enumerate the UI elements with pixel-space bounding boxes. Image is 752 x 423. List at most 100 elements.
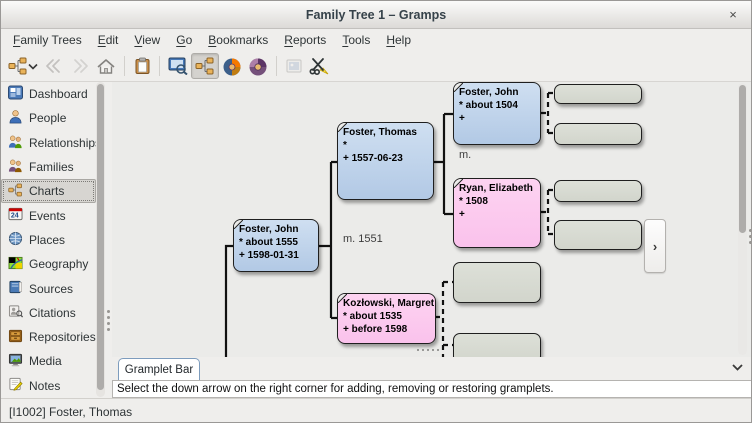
empty-person-box[interactable]: [453, 333, 541, 357]
active-person-status: [I1002] Foster, Thomas: [9, 404, 133, 419]
menu-go[interactable]: Go: [176, 33, 193, 47]
pedigree-dropdown-button[interactable]: [5, 53, 41, 79]
menu-bar: Family Trees Edit View Go Bookmarks Repo…: [1, 29, 751, 51]
clipboard-button[interactable]: [130, 53, 154, 79]
person-box-kozlowski-margret[interactable]: Kozłowski, Margret * about 1535 + before…: [337, 293, 436, 344]
dashboard-icon: [8, 85, 23, 103]
empty-person-box[interactable]: [554, 180, 642, 202]
menu-tools[interactable]: Tools: [342, 33, 371, 47]
toolbar-separator: [276, 56, 277, 76]
sidebar-item-relationships[interactable]: Relationships: [1, 131, 101, 155]
category-sidebar: Dashboard People Relationships Families …: [1, 82, 101, 398]
pedigree-connector-lines: [224, 91, 555, 357]
sidebar-scrollbar[interactable]: [96, 82, 105, 397]
scissors-button[interactable]: [306, 53, 332, 79]
corner-fold: [454, 179, 463, 188]
archive-icon: [8, 329, 23, 346]
corner-fold: [234, 220, 243, 229]
toolbar: [1, 51, 751, 82]
chevron-right-icon: ›: [652, 238, 658, 254]
globe-icon: [8, 231, 23, 249]
calendar-icon: 24: [8, 207, 23, 224]
person-box-foster-thomas[interactable]: Foster, Thomas * + 1557-06-23: [337, 122, 434, 200]
family-icon: [8, 158, 23, 176]
sidebar-item-places[interactable]: Places: [1, 228, 96, 252]
gramplet-bar-tab[interactable]: Gramplet Bar: [118, 358, 200, 380]
canvas-scrollbar-thumb[interactable]: [739, 85, 746, 233]
menu-reports[interactable]: Reports: [284, 33, 327, 47]
media-preview-button[interactable]: [282, 53, 306, 79]
toolbar-separator: [159, 56, 160, 76]
person-box-ryan-elizabeth[interactable]: Ryan, Elizabeth * 1508 +: [453, 178, 541, 248]
pedigree-icon: [8, 57, 28, 75]
citation-icon: [8, 304, 24, 321]
pedigree-view-button[interactable]: [191, 53, 219, 79]
sidebar-item-media[interactable]: Media: [1, 349, 96, 373]
forward-button[interactable]: [67, 53, 93, 79]
gramplet-hint-bar: Select the down arrow on the right corne…: [112, 380, 751, 398]
window-title: Family Tree 1 – Gramps: [305, 7, 447, 22]
sidebar-item-people[interactable]: People: [1, 106, 96, 130]
fanchart-button[interactable]: [219, 53, 245, 79]
expand-right-button[interactable]: ›: [644, 219, 666, 273]
corner-fold: [338, 123, 347, 132]
fanchart-full-icon: [248, 57, 268, 76]
person-box-foster-john-1555[interactable]: Foster, John * about 1555 + 1598-01-31: [233, 219, 319, 272]
note-icon: [8, 377, 23, 394]
two-people-icon: [8, 134, 23, 152]
person-icon: [8, 109, 23, 127]
person-view-button[interactable]: [165, 53, 191, 79]
sidebar-item-citations[interactable]: Citations: [1, 301, 96, 325]
sidebar-item-families[interactable]: Families: [1, 155, 96, 179]
menu-family-trees[interactable]: Family Trees: [13, 33, 82, 47]
empty-person-box[interactable]: [453, 262, 541, 303]
sidebar-item-geography[interactable]: Geography: [1, 252, 96, 276]
sidebar-item-sources[interactable]: Sources: [1, 276, 96, 300]
clipboard-icon: [134, 57, 151, 75]
sidebar-item-charts[interactable]: Charts: [1, 179, 96, 204]
book-icon: [8, 280, 23, 297]
monitor-icon: [8, 353, 23, 370]
chevron-down-icon: [28, 62, 38, 70]
empty-person-box[interactable]: [554, 220, 642, 250]
pedigree-view-icon: [195, 57, 215, 75]
title-bar[interactable]: Family Tree 1 – Gramps ×: [1, 1, 751, 29]
pedigree-icon: [8, 183, 23, 200]
sidebar-item-repositories[interactable]: Repositories: [1, 325, 96, 349]
svg-text:24: 24: [11, 213, 19, 220]
corner-fold: [338, 294, 347, 303]
canvas-scrollbar[interactable]: [738, 83, 747, 355]
menu-edit[interactable]: Edit: [97, 33, 119, 47]
close-icon[interactable]: ×: [729, 7, 737, 22]
person-view-icon: [168, 57, 188, 75]
sidebar-scrollbar-thumb[interactable]: [97, 84, 104, 390]
menu-view[interactable]: View: [134, 33, 161, 47]
sidebar-item-events[interactable]: 24 Events: [1, 203, 96, 227]
empty-person-box[interactable]: [554, 84, 642, 104]
corner-fold: [454, 83, 463, 92]
pane-splitter[interactable]: [105, 82, 112, 398]
gramplet-dropdown-icon[interactable]: [731, 361, 744, 375]
home-icon: [96, 58, 116, 75]
media-preview-icon: [285, 58, 303, 74]
empty-person-box[interactable]: [554, 123, 642, 145]
status-bar: [I1002] Foster, Thomas: [1, 398, 751, 422]
map-icon: [8, 256, 23, 273]
menu-help[interactable]: Help: [386, 33, 412, 47]
sidebar-item-notes[interactable]: Notes: [1, 374, 96, 398]
toolbar-separator: [124, 56, 125, 76]
pedigree-canvas[interactable]: Foster, John * about 1555 + 1598-01-31 F…: [112, 82, 751, 357]
scissors-icon: [309, 57, 329, 75]
home-button[interactable]: [93, 53, 119, 79]
gramplet-bar: Gramplet Bar: [112, 357, 751, 380]
fanchart-full-button[interactable]: [245, 53, 271, 79]
menu-bookmarks[interactable]: Bookmarks: [208, 33, 269, 47]
back-button[interactable]: [41, 53, 67, 79]
marriage-label: m.: [459, 149, 472, 161]
marriage-label: m. 1551: [343, 233, 383, 245]
fanchart-icon: [222, 57, 242, 76]
back-icon: [44, 58, 64, 74]
sidebar-item-dashboard[interactable]: Dashboard: [1, 82, 96, 106]
person-box-foster-john-1504[interactable]: Foster, John * about 1504 +: [453, 82, 541, 145]
